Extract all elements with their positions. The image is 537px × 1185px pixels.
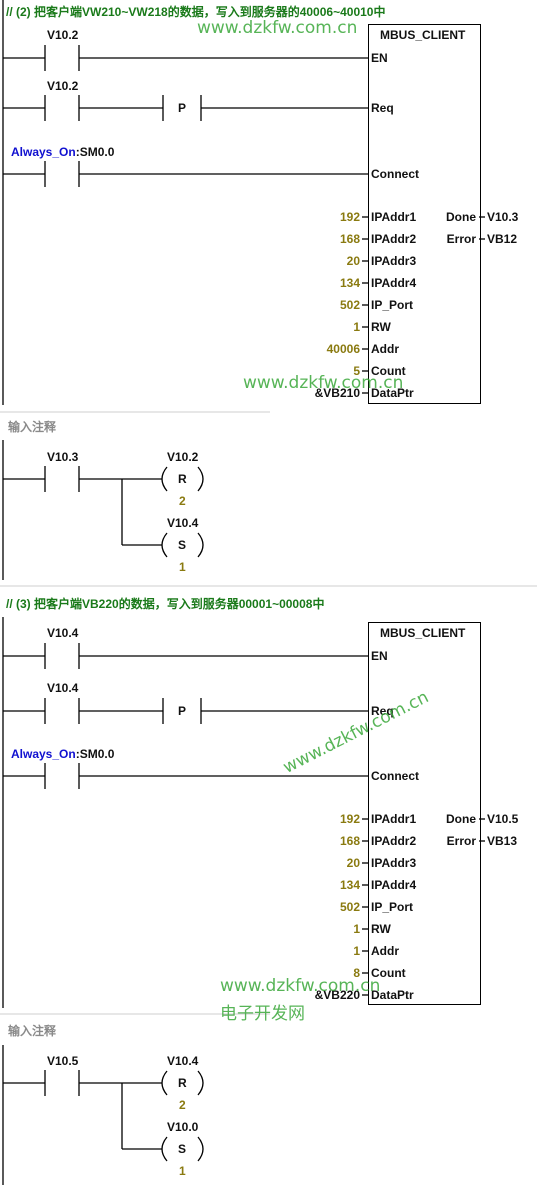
coil1-reset-label-3b: R xyxy=(178,1076,187,1090)
watermark-4-cn: 电子开发网 xyxy=(220,1004,305,1024)
pin-ipaddr3-2: IPAddr3 xyxy=(371,254,417,268)
pin-count-2: Count xyxy=(371,364,406,378)
always-on-symbol-3: Always_On xyxy=(11,747,76,761)
req-contact-address-3[interactable]: V10.4 xyxy=(47,681,79,695)
pin-req-3: Req xyxy=(371,704,394,718)
pin-rw-2: RW xyxy=(371,320,391,334)
pin-connect-3: Connect xyxy=(371,769,419,783)
pin-ipaddr4-2: IPAddr4 xyxy=(371,276,417,290)
value-dataptr-2[interactable]: &VB210 xyxy=(314,386,360,400)
coil2-set-label-2b: S xyxy=(178,538,187,552)
value-addr-2[interactable]: 40006 xyxy=(326,342,360,356)
pin-ipaddr1-3: IPAddr1 xyxy=(371,812,417,826)
positive-edge-label-2: P xyxy=(178,101,187,115)
coil2-count-2b[interactable]: 1 xyxy=(179,560,186,574)
value-ipaddr3-3[interactable]: 20 xyxy=(346,856,360,870)
mbus-client-block-3[interactable] xyxy=(368,622,481,1005)
positive-edge-label-3: P xyxy=(178,704,187,718)
pin-count-3: Count xyxy=(371,966,406,980)
pin-addr-3: Addr xyxy=(371,944,399,958)
pin-ipaddr4-3: IPAddr4 xyxy=(371,878,417,892)
watermark-4: www.dzkfw.com.cn xyxy=(220,976,381,996)
pin-connect-2: Connect xyxy=(371,167,419,181)
output-error-3[interactable]: VB13 xyxy=(487,834,518,848)
value-ipaddr1-3[interactable]: 192 xyxy=(339,812,360,826)
block-title-2: MBUS_CLIENT xyxy=(380,28,466,42)
pin-en-3: EN xyxy=(371,649,388,663)
value-rw-2[interactable]: 1 xyxy=(353,320,360,334)
pin-req-2: Req xyxy=(371,101,394,115)
coil1-reset-label-2b: R xyxy=(178,472,187,486)
pin-ipaddr3-3: IPAddr3 xyxy=(371,856,417,870)
value-ipaddr4-2[interactable]: 134 xyxy=(339,276,360,290)
pin-ip-port-3: IP_Port xyxy=(371,900,414,914)
value-ip-port-2[interactable]: 502 xyxy=(339,298,360,312)
req-contact-address-2[interactable]: V10.2 xyxy=(47,79,79,93)
always-on-symbol-2: Always_On xyxy=(11,145,76,159)
pin-addr-2: Addr xyxy=(371,342,399,356)
pin-en-2: EN xyxy=(371,51,388,65)
coil1-count-2b[interactable]: 2 xyxy=(179,494,186,508)
pin-dataptr-3: DataPtr xyxy=(371,988,414,1002)
value-ipaddr1-2[interactable]: 192 xyxy=(339,210,360,224)
pin-rw-3: RW xyxy=(371,922,391,936)
output-error-2[interactable]: VB12 xyxy=(487,232,518,246)
network3-comment[interactable]: // (3) 把客户端VB220的数据，写入到服务器00001~00008中 xyxy=(6,597,325,611)
value-count-2[interactable]: 5 xyxy=(353,364,360,378)
value-count-3[interactable]: 8 xyxy=(353,966,360,980)
value-ip-port-3[interactable]: 502 xyxy=(339,900,360,914)
pin-ipaddr1-2: IPAddr1 xyxy=(371,210,417,224)
coil1-address-2b[interactable]: V10.2 xyxy=(167,450,199,464)
en-contact-address-2[interactable]: V10.2 xyxy=(47,28,79,42)
network3b-comment[interactable]: 输入注释 xyxy=(8,1024,57,1038)
connect-contact-address-3[interactable]: Always_On:SM0.0 xyxy=(11,747,114,761)
network2b-comment[interactable]: 输入注释 xyxy=(8,420,57,434)
coil1-address-3b[interactable]: V10.4 xyxy=(167,1054,199,1068)
pin-error-3: Error xyxy=(446,834,476,848)
pin-ipaddr2-3: IPAddr2 xyxy=(371,834,417,848)
block-title-3: MBUS_CLIENT xyxy=(380,626,466,640)
coil2-address-3b[interactable]: V10.0 xyxy=(167,1120,199,1134)
mbus-client-block-2[interactable] xyxy=(368,24,481,404)
coil2-set-label-3b: S xyxy=(178,1142,187,1156)
watermark-2: www.dzkfw.com.cn xyxy=(243,373,404,393)
connect-contact-address-2[interactable]: Always_On:SM0.0 xyxy=(11,145,114,159)
network2-comment[interactable]: // (2) 把客户端VW210~VW218的数据，写入到服务器的40006~4… xyxy=(6,5,386,19)
en-contact-address-3[interactable]: V10.4 xyxy=(47,626,79,640)
pin-ip-port-2: IP_Port xyxy=(371,298,414,312)
output-done-2[interactable]: V10.3 xyxy=(487,210,519,224)
value-ipaddr2-2[interactable]: 168 xyxy=(339,232,360,246)
pin-done-3: Done xyxy=(446,812,476,826)
pin-ipaddr2-2: IPAddr2 xyxy=(371,232,417,246)
coil2-count-3b[interactable]: 1 xyxy=(179,1164,186,1178)
output-done-3[interactable]: V10.5 xyxy=(487,812,519,826)
sm0-0-address-2: :SM0.0 xyxy=(75,145,115,159)
value-dataptr-3[interactable]: &VB220 xyxy=(314,988,360,1002)
contact-address-3b[interactable]: V10.5 xyxy=(47,1054,79,1068)
sm0-0-address-3: :SM0.0 xyxy=(75,747,115,761)
coil1-count-3b[interactable]: 2 xyxy=(179,1098,186,1112)
pin-dataptr-2: DataPtr xyxy=(371,386,414,400)
coil2-address-2b[interactable]: V10.4 xyxy=(167,516,199,530)
pin-done-2: Done xyxy=(446,210,476,224)
value-ipaddr3-2[interactable]: 20 xyxy=(346,254,360,268)
contact-address-2b[interactable]: V10.3 xyxy=(47,450,79,464)
value-addr-3[interactable]: 1 xyxy=(353,944,360,958)
value-ipaddr4-3[interactable]: 134 xyxy=(339,878,360,892)
pin-error-2: Error xyxy=(446,232,476,246)
value-rw-3[interactable]: 1 xyxy=(353,922,360,936)
value-ipaddr2-3[interactable]: 168 xyxy=(339,834,360,848)
watermark-1: www.dzkfw.com.cn xyxy=(197,18,358,38)
